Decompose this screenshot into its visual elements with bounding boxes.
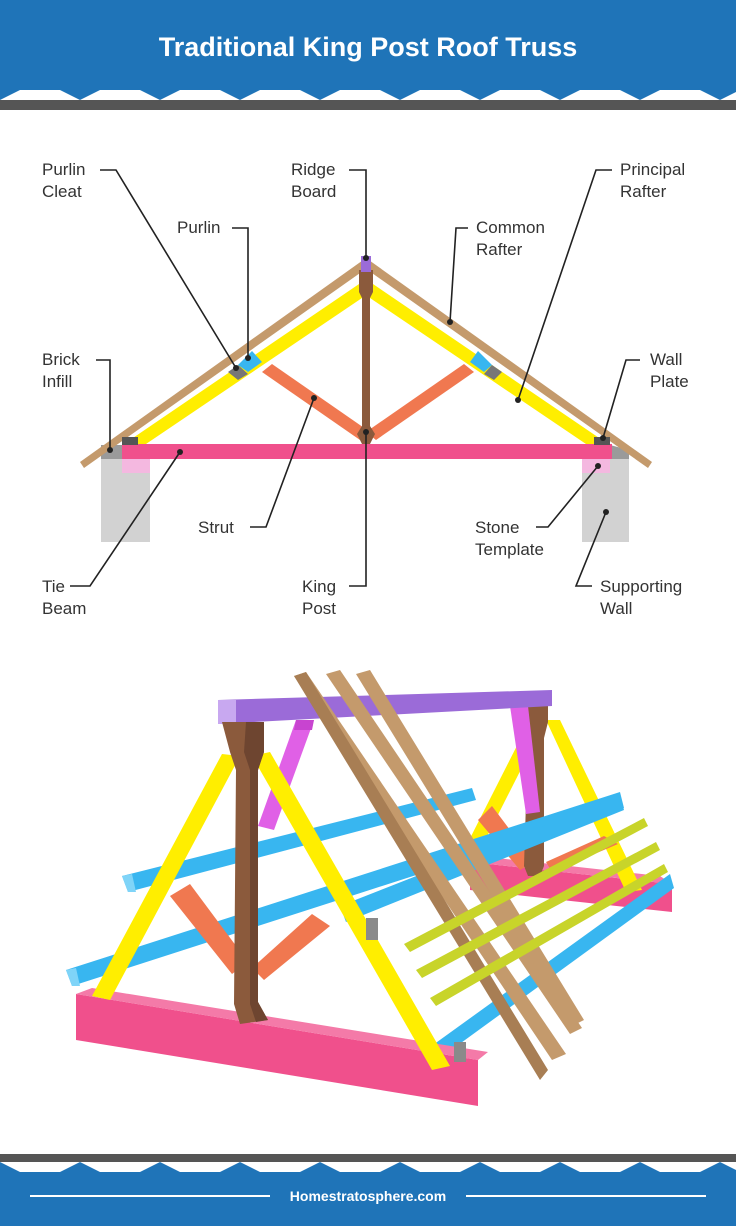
common-rafter-3 — [356, 670, 584, 1026]
label-wall-plate: Wall Plate — [650, 350, 689, 391]
front-principal-rafter-left — [92, 754, 240, 1000]
batten-2 — [416, 842, 660, 978]
leader-tie-beam — [70, 451, 181, 587]
common-rafter-2 — [326, 670, 582, 1034]
label-purlin: Purlin — [177, 218, 221, 237]
label-tie-beam: Tie Beam — [42, 577, 87, 618]
header-wave-pattern — [0, 90, 736, 100]
header-background — [0, 0, 736, 110]
purlin-support-1 — [366, 918, 378, 940]
stone-template-left — [122, 459, 150, 473]
leader-principal-rafter — [517, 169, 612, 401]
purlin-cleat-left — [228, 365, 248, 380]
common-rafter-left — [80, 258, 370, 468]
leader-purlin-cleat — [100, 169, 237, 369]
leader-common-rafter — [449, 227, 468, 323]
wall-plate-left — [122, 437, 138, 445]
tie-beam — [122, 444, 612, 459]
purlin-cleat-right — [484, 365, 502, 380]
strut-right — [366, 364, 474, 440]
king-post — [357, 270, 375, 444]
rear-tie-beam — [470, 862, 672, 912]
leader-king-post — [349, 432, 367, 587]
common-rafter-right — [362, 258, 652, 468]
label-brick-infill: Brick Infill — [42, 350, 80, 391]
page-title: Traditional King Post Roof Truss — [158, 32, 578, 62]
wall-plate-right — [594, 437, 610, 445]
label-supporting-wall: Supporting Wall — [600, 577, 683, 618]
leader-ridge-board — [349, 169, 367, 258]
leader-purlin — [232, 227, 249, 358]
label-common-rafter: Common Rafter — [476, 218, 545, 259]
front-strut-right — [252, 914, 330, 980]
label-purlin-cleat: Purlin Cleat — [42, 160, 86, 201]
brick-infill-right — [610, 445, 629, 459]
leader-supporting-wall — [574, 511, 607, 587]
strut-left — [262, 364, 370, 440]
header-banner: Traditional King Post Roof Truss — [0, 0, 736, 110]
purlin-left — [238, 351, 262, 372]
batten-3 — [430, 864, 668, 1006]
purlin-right — [470, 351, 492, 372]
leader-wall-plate — [602, 359, 640, 439]
leader-strut — [250, 397, 315, 528]
ridge-board — [361, 256, 371, 272]
leader-stone-template — [536, 465, 599, 528]
purlin-support-2 — [454, 1042, 466, 1062]
leader-lines — [70, 169, 640, 587]
brace-right — [510, 706, 540, 814]
front-strut-left — [170, 884, 248, 974]
label-king-post: King Post — [302, 577, 337, 618]
footer-site-link[interactable]: Homestratosphere.com — [289, 1188, 447, 1204]
brace-left — [258, 720, 314, 830]
batten-1 — [404, 818, 648, 952]
footer-banner — [0, 1154, 736, 1226]
footer-background — [0, 1154, 736, 1226]
truss-3d-illustration — [66, 670, 674, 1106]
label-stone-template: Stone Template — [475, 518, 544, 559]
front-principal-rafter-right — [252, 752, 450, 1070]
leader-brick-infill — [96, 359, 111, 450]
leader-dots — [107, 255, 609, 515]
label-principal-rafter: Principal Rafter — [620, 160, 686, 201]
front-tie-beam — [76, 994, 478, 1106]
truss-elevation-diagram — [70, 169, 652, 587]
label-ridge-board: Ridge Board — [291, 160, 337, 201]
footer-wave-pattern — [0, 1162, 736, 1172]
label-strut: Strut — [198, 518, 234, 537]
brace-left-shade — [294, 720, 314, 730]
